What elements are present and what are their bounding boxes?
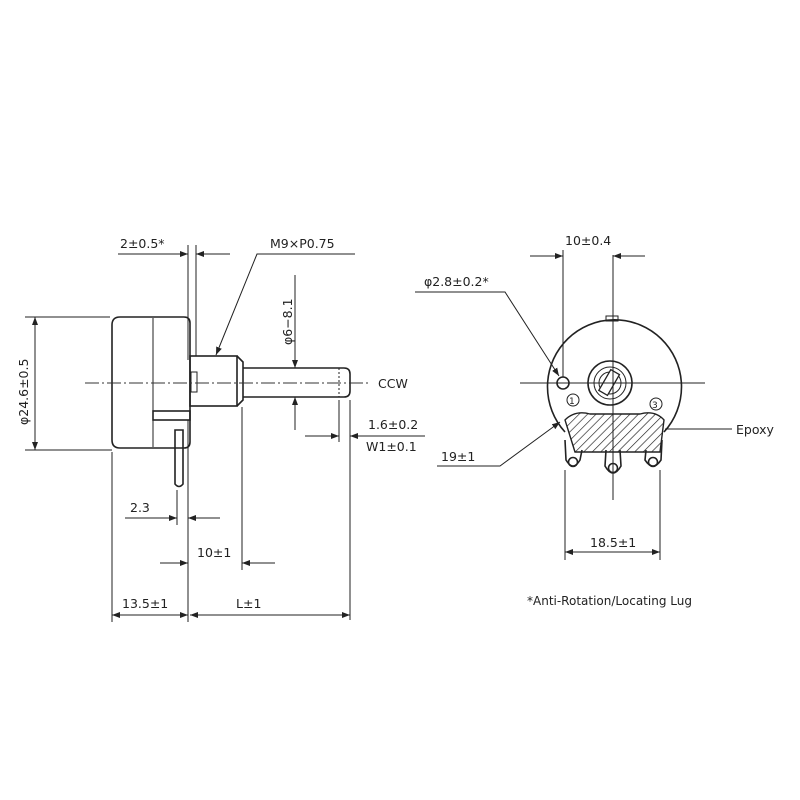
footnote: *Anti-Rotation/Locating Lug <box>527 594 692 608</box>
housing-circle <box>546 319 683 433</box>
terminal-radius-dim: 19±1 <box>441 449 475 464</box>
body-diameter-dim: φ24.6±0.5 <box>16 359 31 425</box>
flat-depth-dim: 1.6±0.2 <box>368 417 418 432</box>
terminal-offset-dim: 2.3 <box>130 500 150 515</box>
flat-width-dim: W1±0.1 <box>366 439 417 454</box>
body-depth-dim: 13.5±1 <box>122 596 168 611</box>
ccw-label: CCW <box>378 376 408 391</box>
body <box>111 316 191 449</box>
lug-offset-dim: 2±0.5* <box>120 236 165 251</box>
shaft-diameter-dim: φ6−8.1 <box>280 298 295 345</box>
lug-spacing-dim: 10±0.4 <box>565 233 611 248</box>
terminal-tab <box>174 429 184 488</box>
terminal-base <box>152 410 191 421</box>
lug-hole-dim: φ2.8±0.2* <box>424 274 489 289</box>
locating-lug <box>190 371 198 393</box>
bushing-length-dim: 10±1 <box>197 545 231 560</box>
terminal-1-marker <box>566 393 580 407</box>
top-notch <box>605 315 619 322</box>
epoxy-label: Epoxy <box>736 422 774 437</box>
terminal-3 <box>647 456 659 468</box>
terminal-1 <box>567 456 579 468</box>
thread-dim: M9×P0.75 <box>270 236 335 251</box>
bushing-chamfer <box>236 355 244 407</box>
terminal-3-marker <box>649 397 663 411</box>
bushing <box>189 355 238 407</box>
svg-text:3: 3 <box>652 401 658 411</box>
shaft-length-dim: L±1 <box>236 596 261 611</box>
epoxy-terminal-block <box>564 412 665 453</box>
side-view: CCW 2±0.5* M9×P0.75 φ6−8.1 φ24.6±0.5 1.6… <box>16 236 425 622</box>
shaft <box>243 367 351 398</box>
svg-text:1: 1 <box>569 397 575 407</box>
terminal-spacing-dim: 18.5±1 <box>590 535 636 550</box>
front-view: 1 3 10±0.4 φ2.8±0.2* 19±1 Epoxy 18.5±1 *… <box>415 233 774 608</box>
